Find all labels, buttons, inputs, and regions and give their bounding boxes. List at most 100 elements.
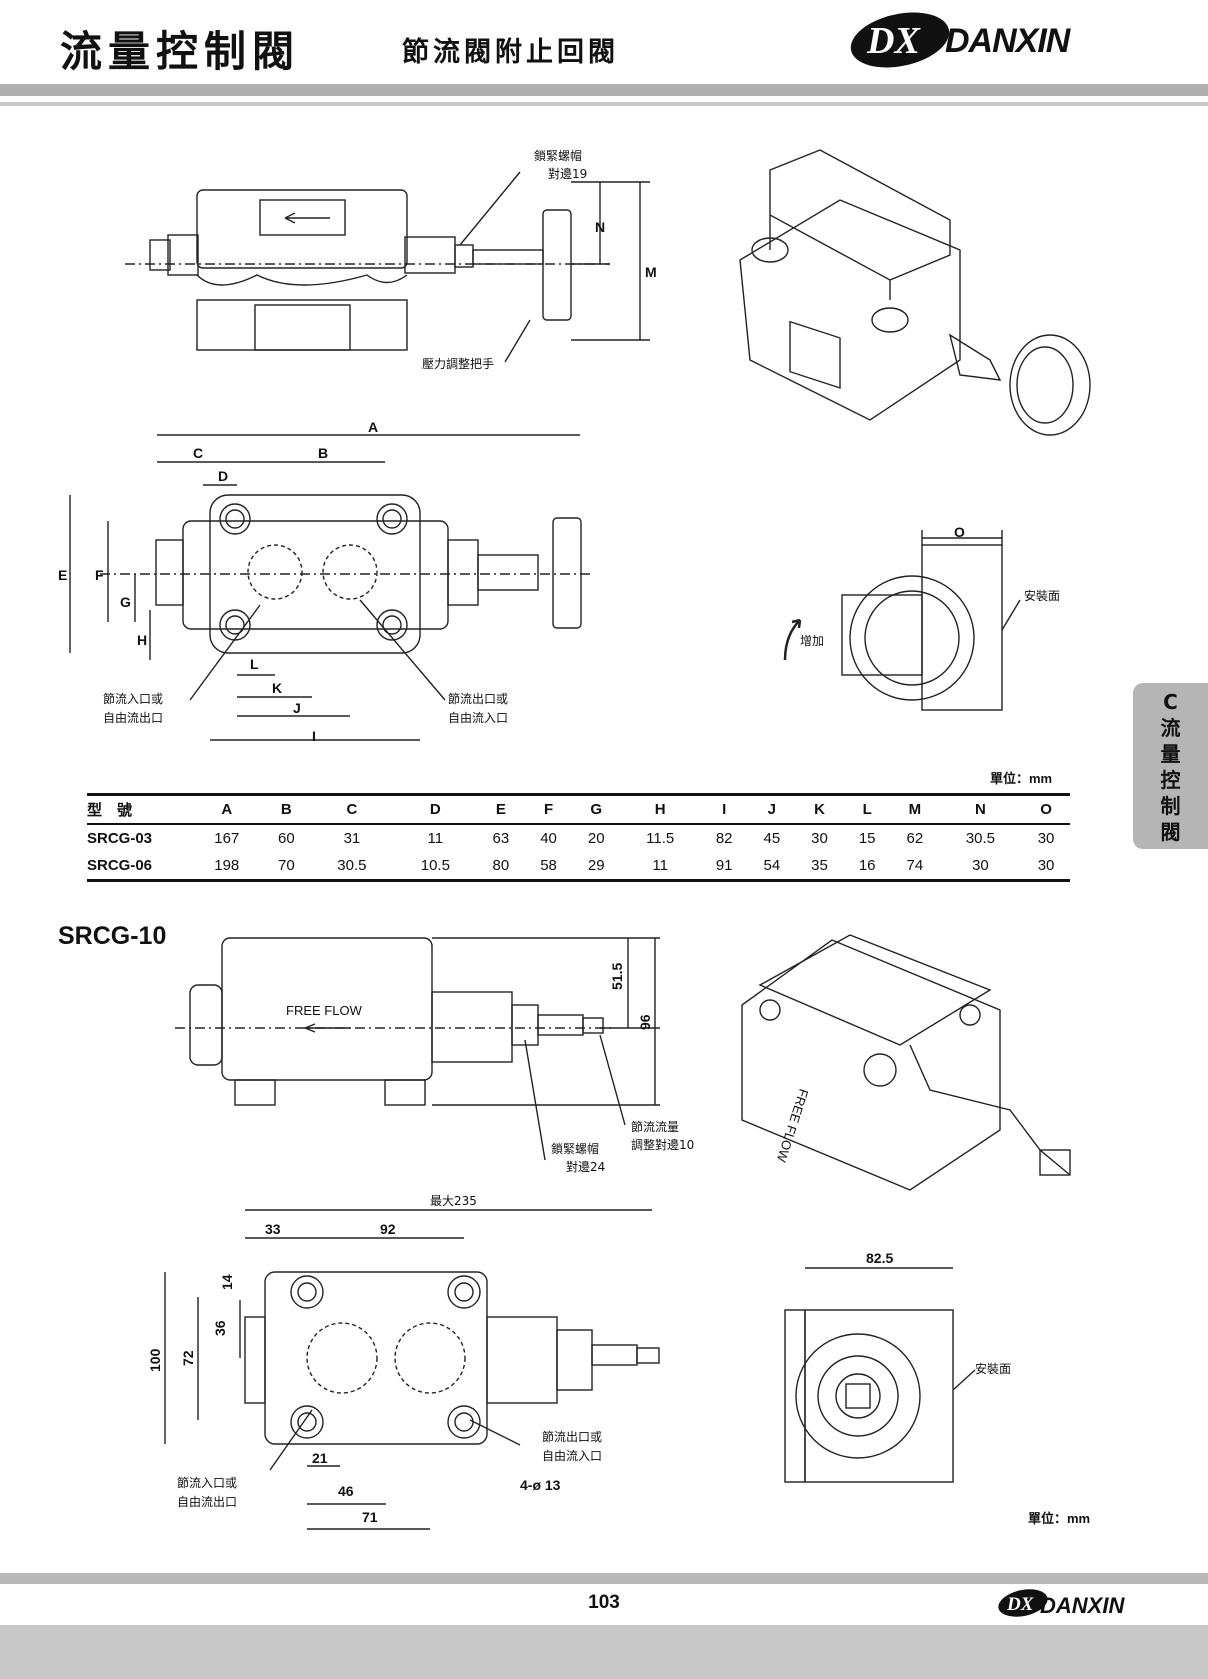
lock-nut-size-label: 對邊19 [548,167,587,181]
table-cell: 54 [763,857,781,874]
table-header-row: 型 號 A B C D E F G H I J K L M N O [87,794,1070,824]
footer-bottom-band [0,1625,1208,1679]
page-subtitle: 節流閥附止回閥 [402,37,619,68]
table-cell: 30.5 [965,830,996,847]
table-cell: 62 [906,830,924,847]
plan-view-srcg10 [164,1209,660,1530]
dim-33-label: 33 [265,1221,281,1237]
header-band [0,84,1208,96]
table-cell: 45 [763,830,781,847]
inlet-label-2: 自由流出口 [103,711,163,725]
table-cell: 16 [858,857,876,874]
dim-j-label: J [293,700,301,716]
col-header: J [767,801,777,818]
table-cell: 63 [492,830,510,847]
col-header: H [654,801,666,818]
elevation-view-srcg10 [175,937,660,1161]
table-cell: SRCG-03 [87,830,153,847]
table-cell: 11 [427,830,444,847]
lock-nut-10-size-label: 對邊24 [566,1160,605,1174]
brand-name: DANXIN [945,22,1070,60]
inlet-10-label-2: 自由流出口 [177,1495,237,1509]
table-cell: 15 [858,830,876,847]
dim-i-label: I [312,728,316,744]
logo-mark: DX [866,20,921,62]
table-cell: 31 [343,830,361,847]
outlet-label-2: 自由流入口 [448,711,508,725]
table-row: SRCG-03 167 60 31 11 63 40 20 11.5 82 45… [87,824,1070,852]
col-header: I [722,801,727,818]
mount-face-label: 安裝面 [1024,588,1060,603]
side-tab-char: 控 [1160,768,1181,792]
mount-face-10-label: 安裝面 [975,1361,1011,1376]
table-cell: 60 [278,830,295,847]
spec-table: 型 號 A B C D E F G H I J K L M N O SRCG-0… [87,793,1070,882]
table-cell: 30 [972,857,989,874]
table-cell: 74 [906,857,924,874]
dim-92-label: 92 [380,1221,396,1237]
dim-a-label: A [368,419,378,435]
dim-72-label: 72 [180,1350,196,1366]
dim-c-label: C [193,445,203,461]
table-cell: 20 [587,830,605,847]
table-cell: 29 [587,857,605,874]
table-cell: 30 [811,830,828,847]
section-title-srcg10: SRCG-10 [58,922,167,950]
col-header: N [975,801,986,818]
table-cell: 40 [540,830,557,847]
dim-l-label: L [250,656,259,672]
danxin-footer-logo-icon: DX [998,1589,1048,1617]
outlet-label-1: 節流出口或 [448,691,508,706]
col-header: D [429,801,441,818]
table-cell: 70 [278,857,295,874]
col-header: K [814,801,825,818]
side-view-srcg10 [784,1267,976,1483]
section-side-tab: C 流 量 控 制 閥 [1133,683,1208,849]
dim-d-label: D [218,468,228,484]
max-235-label: 最大235 [430,1194,477,1208]
plan-view-srcg03 [69,434,590,741]
outlet-10-label-1: 節流出口或 [542,1429,602,1444]
side-tab-char: 量 [1160,742,1181,766]
dim-o-label: O [954,524,965,540]
flow-adj-label-2: 調整對邊10 [631,1137,694,1152]
dim-71-label: 71 [362,1509,378,1525]
table-cell: SRCG-06 [87,857,153,874]
col-header: B [280,801,292,818]
side-tab-letter: C [1163,690,1178,714]
header-rule [0,102,1208,106]
side-tab-char: 閥 [1160,820,1181,844]
increase-label: 增加 [800,634,824,648]
dim-36-label: 36 [212,1320,228,1336]
page-number: 103 [588,1592,620,1613]
page-title: 流量控制閥 [60,27,301,76]
footer-band [0,1573,1208,1584]
col-header: L [862,801,872,818]
lock-nut-label: 鎖緊螺帽 [534,148,582,163]
col-header: 型 號 [87,802,133,819]
table-cell: 30 [1037,857,1055,874]
dim-51-5-label: 51.5 [609,963,625,990]
table-cell: 82 [715,830,733,847]
col-header: C [346,801,358,818]
danxin-logo-icon: DX [850,12,950,68]
side-view-srcg03 [783,530,1021,711]
col-header: O [1040,801,1052,818]
table-cell: 11.5 [646,830,675,847]
side-tab-char: 制 [1160,794,1181,818]
dim-46-label: 46 [338,1483,354,1499]
dim-14-label: 14 [219,1274,235,1290]
dim-96-label: 96 [637,1014,653,1030]
isometric-view-srcg10 [741,934,1071,1191]
dim-k-label: K [272,680,282,696]
dim-100-label: 100 [147,1348,163,1372]
table-cell: 35 [811,857,828,874]
flow-adj-label-1: 節流流量 [631,1119,679,1134]
elevation-view-srcg03 [125,171,650,363]
footer-logo-mark: DX [1006,1594,1035,1615]
inlet-10-label-1: 節流入口或 [177,1475,237,1490]
col-header: A [221,801,233,818]
col-header: F [543,801,554,818]
iso-free-flow-label: FREE FLOW [773,1087,811,1164]
table-cell: 80 [492,857,510,874]
